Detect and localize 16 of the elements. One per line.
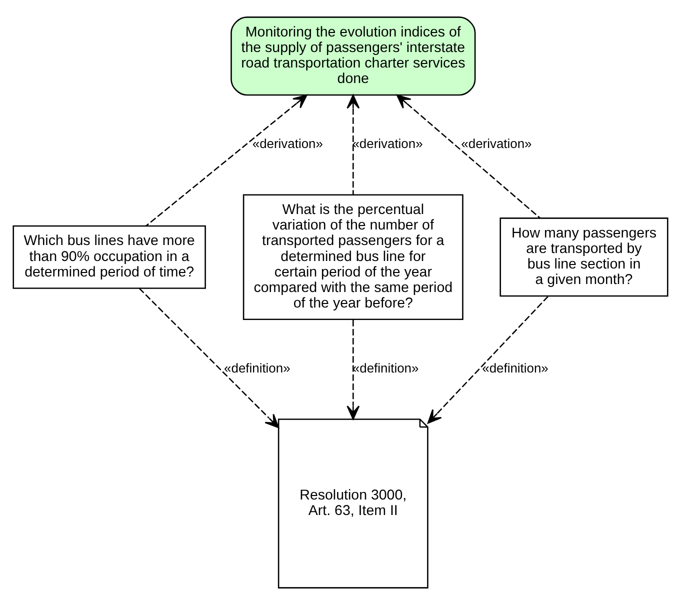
arrow	[146, 94, 308, 226]
arrow	[138, 288, 280, 428]
node-box: What is the percentual variation of the number of transported passengers for a determined bus line for certain period of the year compared with the same period of the year before?	[242, 194, 464, 320]
arrow	[396, 94, 541, 219]
edge-label: «definition»	[352, 360, 419, 376]
node-box: Which bus lines have more than 90% occupation in a determined period of time?	[12, 225, 206, 289]
edge-label: «derivation»	[352, 136, 423, 152]
edge-label: «derivation»	[252, 136, 323, 152]
edge-label: «definition»	[482, 360, 548, 376]
node-box: Monitoring the evolution indices of the supply of passengers' interstate road transportation charter services done	[230, 16, 476, 96]
node-box: How many passengers are transported by bus line section in a given month?	[500, 218, 668, 297]
edge-label: «derivation»	[461, 136, 532, 152]
edge-label: «definition»	[224, 360, 290, 376]
arrow	[427, 296, 548, 424]
arrow	[346, 320, 360, 420]
arrow	[346, 94, 360, 195]
